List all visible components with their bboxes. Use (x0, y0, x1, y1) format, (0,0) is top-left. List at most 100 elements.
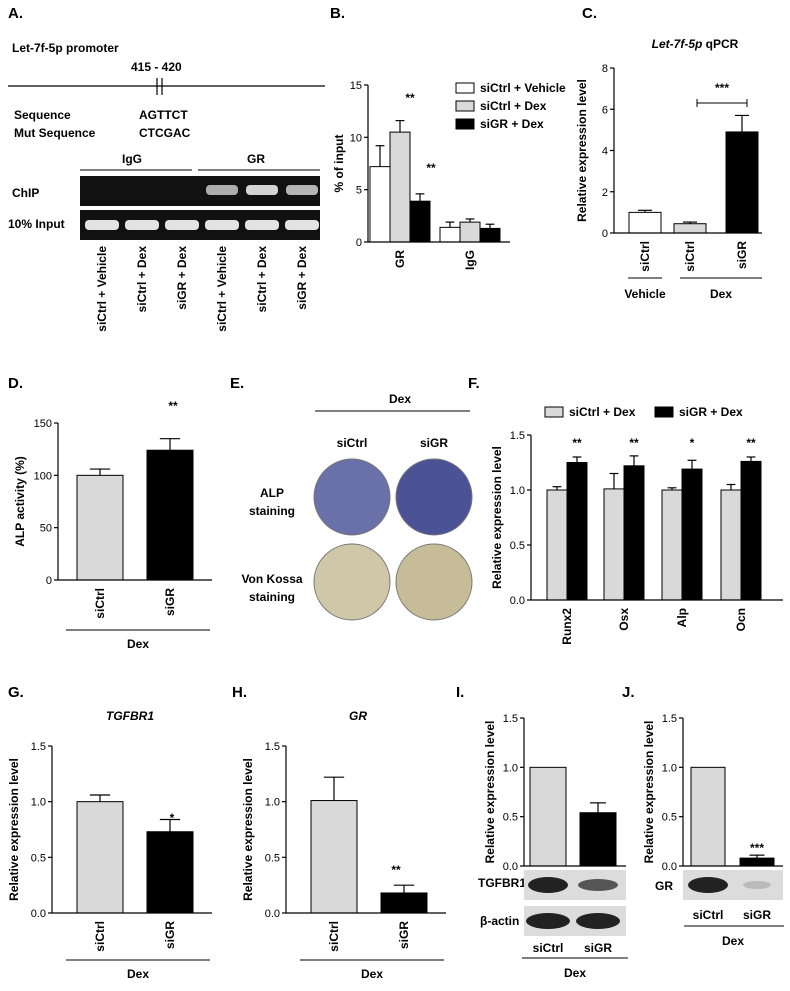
y-tick-label: 15 (350, 80, 362, 92)
blot-label-gr: GR (655, 879, 673, 893)
significance-marker: ** (168, 399, 178, 413)
mut-sequence-label: Mut Sequence (14, 126, 96, 140)
bar (380, 892, 428, 914)
blot-label-actin: β-actin (480, 914, 519, 928)
bar (720, 489, 742, 601)
x-tick-label: IgG (463, 250, 477, 270)
y-tick-label: 100 (34, 470, 52, 482)
panel-label-b: B. (330, 5, 345, 22)
y-axis-label: Relative expression level (490, 446, 504, 589)
binding-site-label: 415 - 420 (131, 60, 182, 74)
y-axis-label: Relative expression level (241, 758, 255, 901)
y-axis-label: Relative expression level (575, 79, 589, 222)
chip-band (206, 185, 238, 195)
y-axis-label: Relative expression level (642, 721, 656, 864)
group-label: Dex (722, 934, 744, 948)
y-tick-label: 0.0 (265, 908, 280, 920)
x-tick-label: siCtrl (683, 241, 697, 272)
bar (146, 449, 194, 581)
group-label: Dex (127, 967, 149, 981)
stain-row-alp-1: ALP (260, 486, 284, 500)
y-tick-label: 4 (602, 146, 608, 158)
legend-swatch (654, 406, 674, 418)
bar (739, 857, 775, 867)
y-axis-label: Relative expression level (7, 758, 21, 901)
bar (623, 465, 645, 601)
x-tick-label: siCtrl (327, 921, 341, 952)
blot-gr-band-sigr (743, 881, 771, 889)
x-tick-label: siGR (163, 921, 177, 949)
bar (76, 801, 124, 914)
bar (76, 474, 124, 581)
legend-swatch (455, 118, 475, 130)
gel-lane-label: siGR + Dex (295, 246, 309, 310)
bar (661, 489, 683, 601)
bar (579, 812, 617, 867)
significance-marker: *** (750, 841, 764, 855)
gel-input (80, 210, 320, 240)
bar (546, 489, 568, 601)
panel-label-i: I. (456, 684, 464, 701)
y-tick-label: 0.0 (503, 861, 518, 873)
gel-chip (80, 176, 320, 206)
panel-label-e: E. (230, 375, 244, 392)
stain-col-sictrl: siCtrl (337, 436, 368, 450)
y-tick-label: 10 (350, 132, 362, 144)
gel-lane-label: siCtrl + Dex (135, 246, 149, 313)
chart-title: TGFBR1 (106, 709, 154, 723)
lane-label: siGR (584, 941, 612, 955)
significance-marker: ** (405, 91, 415, 105)
group-label: Dex (127, 637, 149, 651)
gel-lane-label: siCtrl + Vehicle (95, 246, 109, 332)
stain-group-label: Dex (389, 392, 411, 406)
bar (725, 131, 759, 234)
legend-label: siCtrl + Dex (569, 405, 636, 419)
legend-swatch (544, 406, 564, 418)
alp-stain-well-sictrl (313, 458, 391, 536)
y-tick-label: 2 (602, 187, 608, 199)
bar (409, 200, 431, 243)
y-tick-label: 1.0 (265, 797, 280, 809)
y-tick-label: 1.0 (31, 797, 46, 809)
y-tick-label: 0 (356, 237, 362, 249)
significance-marker: * (170, 811, 175, 825)
bar (459, 221, 481, 243)
x-tick-label: Osx (617, 608, 631, 631)
bar (740, 460, 762, 601)
gel-lane-label: siCtrl + Vehicle (215, 246, 229, 332)
panel-label-f: F. (468, 375, 480, 392)
y-tick-label: 0.0 (510, 595, 525, 607)
gel-group-gr: GR (247, 152, 265, 166)
y-tick-label: 0.5 (510, 540, 525, 552)
x-tick-label: siCtrl (93, 921, 107, 952)
sequence-value: AGTTCT (139, 108, 188, 122)
bar (529, 766, 567, 867)
legend-label: siCtrl + Vehicle (480, 81, 566, 95)
input-band (165, 220, 199, 230)
bar (681, 468, 703, 601)
y-axis-label: % of input (332, 135, 346, 193)
y-tick-label: 1.5 (510, 430, 525, 442)
lane-label: siCtrl (693, 908, 724, 922)
stain-row-alp-2: staining (249, 504, 295, 518)
bar (628, 211, 662, 234)
gel-row-input: 10% Input (8, 217, 65, 231)
sequence-label: Sequence (14, 108, 71, 122)
y-tick-label: 50 (40, 523, 52, 535)
significance-marker: ** (391, 863, 401, 877)
gel-row-chip: ChIP (12, 186, 39, 200)
legend-swatch (455, 82, 475, 94)
y-tick-label: 0 (602, 228, 608, 240)
x-tick-label: siGR (735, 241, 749, 269)
blot-gr-band-sictrl (688, 877, 728, 893)
chip-band (246, 185, 278, 195)
y-tick-label: 6 (602, 104, 608, 116)
legend-label: siCtrl + Dex (480, 99, 547, 113)
bar (566, 462, 588, 601)
x-tick-label: Ocn (734, 608, 748, 631)
